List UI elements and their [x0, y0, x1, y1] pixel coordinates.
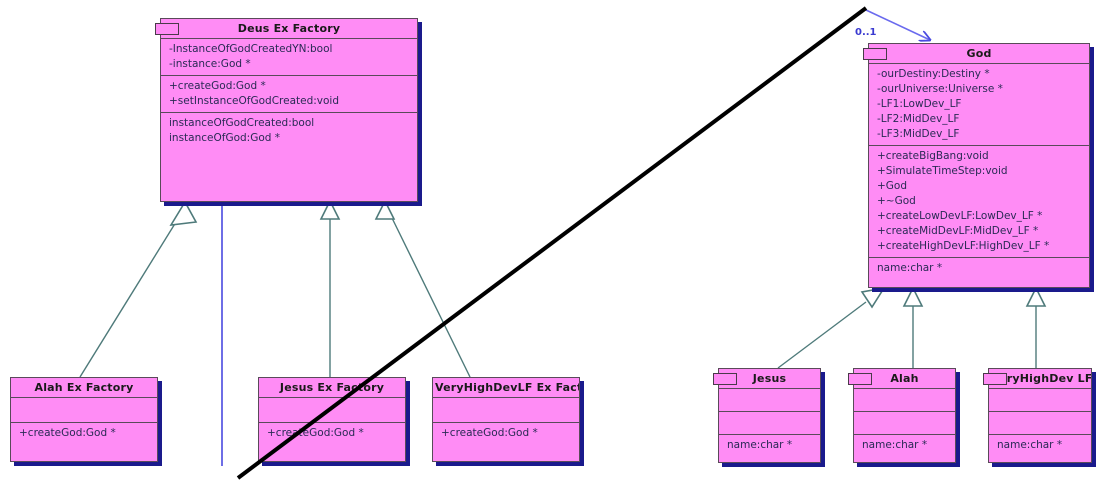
operation: +createLowDevLF:LowDev_LF *: [877, 210, 1043, 222]
attribute: -instance:God *: [169, 58, 251, 70]
attribute: -InstanceOfGodCreatedYN:bool: [169, 43, 333, 55]
generalization-veryhighdevlfexfactory-to-deusexfactory: [374, 199, 471, 378]
class-tab-icon: [155, 23, 179, 35]
operation: +setInstanceOfGodCreated:void: [169, 95, 340, 107]
operation: +SimulateTimeStep:void: [877, 165, 1008, 177]
class-title: Alah Ex Factory: [11, 378, 157, 398]
operation: +createHighDevLF:HighDev_LF *: [877, 240, 1050, 252]
operations-compartment: +createGod:God * +setInstanceOfGodCreate…: [161, 76, 417, 113]
operation: +createBigBang:void: [877, 150, 989, 162]
attribute: -LF1:LowDev_LF: [877, 98, 962, 110]
class-alah-ex-factory[interactable]: Alah Ex Factory +createGod:God *: [10, 377, 158, 462]
attributes-compartment: [11, 398, 157, 423]
operations-compartment: [989, 412, 1091, 435]
class-title: Alah: [854, 369, 955, 389]
attributes-compartment: -InstanceOfGodCreatedYN:bool -instance:G…: [161, 39, 417, 76]
attributes-compartment: -ourDestiny:Destiny * -ourUniverse:Unive…: [869, 64, 1089, 146]
class-title: Jesus Ex Factory: [259, 378, 405, 398]
property: instanceOfGod:God *: [169, 132, 281, 144]
class-jesus-ex-factory[interactable]: Jesus Ex Factory +createGod:God *: [258, 377, 406, 462]
properties-compartment: instanceOfGodCreated:bool instanceOfGod:…: [161, 113, 417, 201]
properties-compartment: name:char *: [719, 435, 820, 462]
class-tab-icon: [983, 373, 1007, 385]
attributes-compartment: [989, 389, 1091, 412]
class-tab-icon: [863, 48, 887, 60]
operation: +createGod:God *: [441, 426, 538, 439]
operations-compartment: [719, 412, 820, 435]
operations-compartment: +createGod:God *: [259, 423, 405, 462]
class-jesus[interactable]: Jesus name:char *: [713, 368, 821, 463]
operation: +createGod:God *: [169, 80, 266, 92]
property: instanceOfGodCreated:bool: [169, 117, 315, 129]
operations-compartment: +createBigBang:void +SimulateTimeStep:vo…: [869, 146, 1089, 258]
property: name:char *: [997, 439, 1063, 451]
operation: +God: [877, 180, 908, 192]
attributes-compartment: [719, 389, 820, 412]
property: name:char *: [727, 439, 793, 451]
properties-compartment: name:char *: [869, 258, 1089, 287]
operation: +createGod:God *: [267, 426, 364, 439]
class-deus-ex-factory[interactable]: Deus Ex Factory -InstanceOfGodCreatedYN:…: [155, 18, 418, 202]
operation: +createMidDevLF:MidDev_LF *: [877, 225, 1039, 237]
attribute: -ourDestiny:Destiny *: [877, 68, 990, 80]
operation: +~God: [877, 195, 916, 207]
properties-compartment: name:char *: [854, 435, 955, 462]
attribute: -LF3:MidDev_LF: [877, 128, 960, 140]
class-tab-icon: [848, 373, 872, 385]
operations-compartment: +createGod:God *: [433, 423, 579, 462]
generalization-veryhighdevlf-to-god: [1025, 286, 1047, 368]
attribute: -ourUniverse:Universe *: [877, 83, 1003, 95]
properties-compartment: name:char *: [989, 435, 1091, 462]
attributes-compartment: [433, 398, 579, 423]
generalization-alah-to-god: [902, 286, 924, 368]
class-alah[interactable]: Alah name:char *: [848, 368, 956, 463]
attribute: -LF2:MidDev_LF: [877, 113, 960, 125]
class-veryhighdev-lf[interactable]: VeryHighDev LF name:char *: [983, 368, 1092, 463]
generalization-jesusexfactory-to-deusexfactory: [319, 199, 341, 377]
class-title: VeryHighDevLF Ex Factory: [433, 378, 579, 398]
property: name:char *: [862, 439, 928, 451]
multiplicity-label: 0..1: [855, 27, 877, 38]
generalization-alahexfactory-to-deusexfactory: [79, 200, 198, 378]
operations-compartment: +createGod:God *: [11, 423, 157, 462]
class-god[interactable]: God -ourDestiny:Destiny * -ourUniverse:U…: [863, 43, 1090, 288]
generalization-jesus-to-god: [777, 286, 886, 369]
class-tab-icon: [713, 373, 737, 385]
attributes-compartment: [854, 389, 955, 412]
class-title: God: [869, 44, 1089, 64]
operation: +createGod:God *: [19, 426, 116, 439]
class-title: Deus Ex Factory: [161, 19, 417, 39]
property: name:char *: [877, 262, 943, 274]
operations-compartment: [854, 412, 955, 435]
class-veryhighdevlf-ex-factory[interactable]: VeryHighDevLF Ex Factory +createGod:God …: [432, 377, 580, 462]
attributes-compartment: [259, 398, 405, 423]
class-title: VeryHighDev LF: [989, 369, 1091, 389]
